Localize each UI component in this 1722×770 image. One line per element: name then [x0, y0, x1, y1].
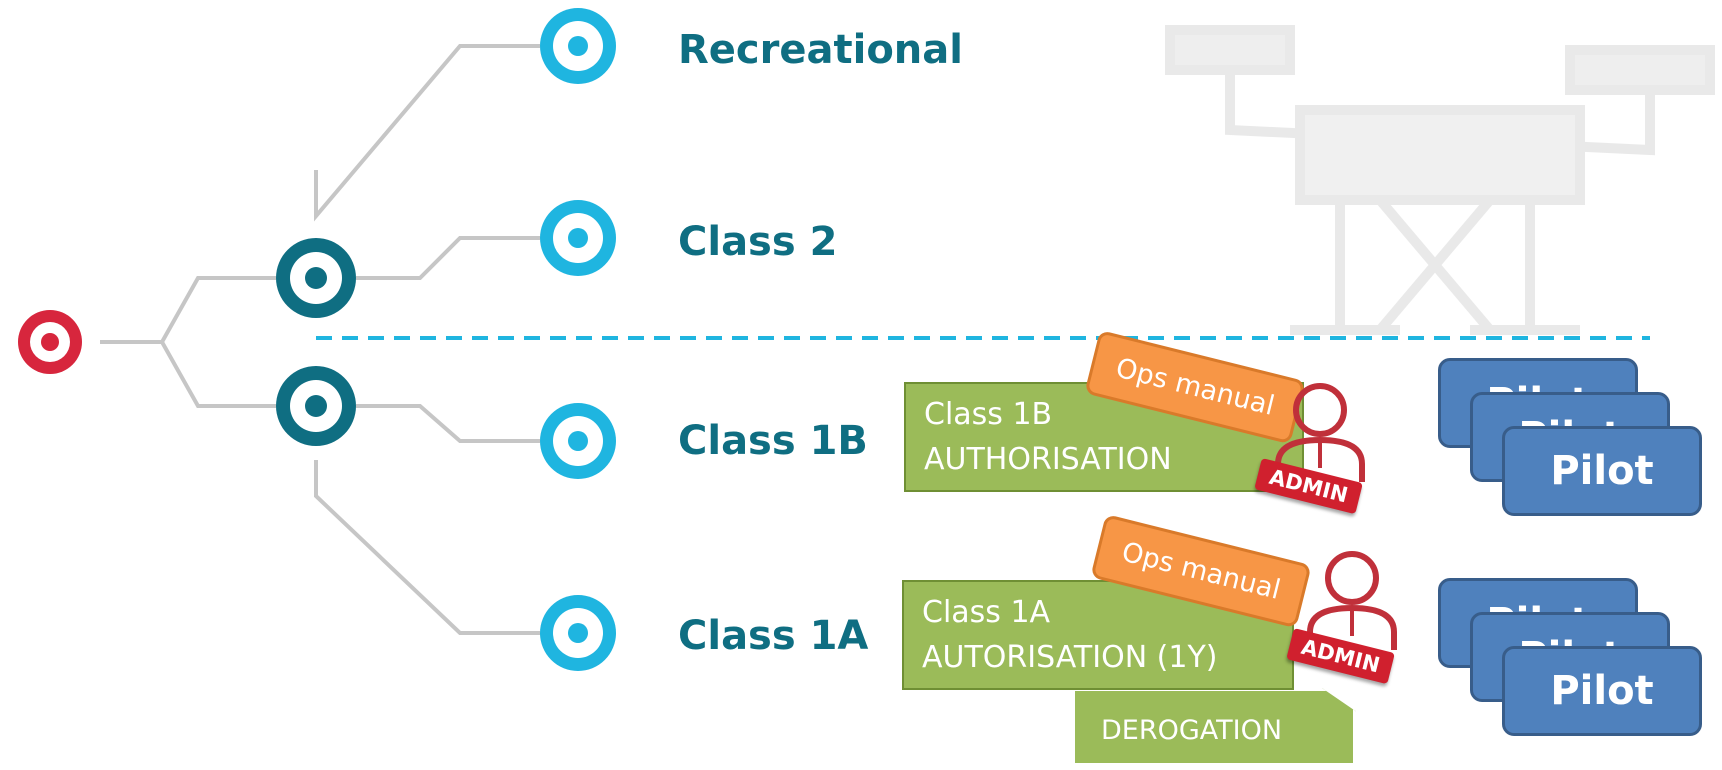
box-line-2: AUTHORISATION	[924, 442, 1172, 477]
derogation-tag: DEROGATION	[1072, 688, 1356, 766]
target-icon	[540, 8, 616, 84]
pilot-card: Pilot	[1502, 426, 1702, 516]
target-icon	[276, 366, 356, 446]
label-class-1b: Class 1B	[678, 418, 868, 464]
box-line-2: AUTORISATION (1Y)	[922, 640, 1218, 675]
connector-lines	[100, 44, 540, 635]
box-line-1: Class 1A	[922, 595, 1051, 630]
admin-user-icon	[1307, 551, 1397, 650]
target-icon	[18, 310, 82, 374]
label-recreational: Recreational	[678, 27, 963, 73]
target-icon	[540, 200, 616, 276]
label-class-2: Class 2	[678, 219, 838, 265]
target-icon	[540, 595, 616, 671]
target-icon	[276, 238, 356, 318]
target-icon	[540, 403, 616, 479]
label-class-1a: Class 1A	[678, 613, 869, 659]
admin-user-icon	[1275, 383, 1365, 482]
box-line-1: Class 1B	[924, 397, 1053, 432]
drone-background-illustration	[1165, 25, 1715, 335]
pilot-card: Pilot	[1502, 646, 1702, 736]
